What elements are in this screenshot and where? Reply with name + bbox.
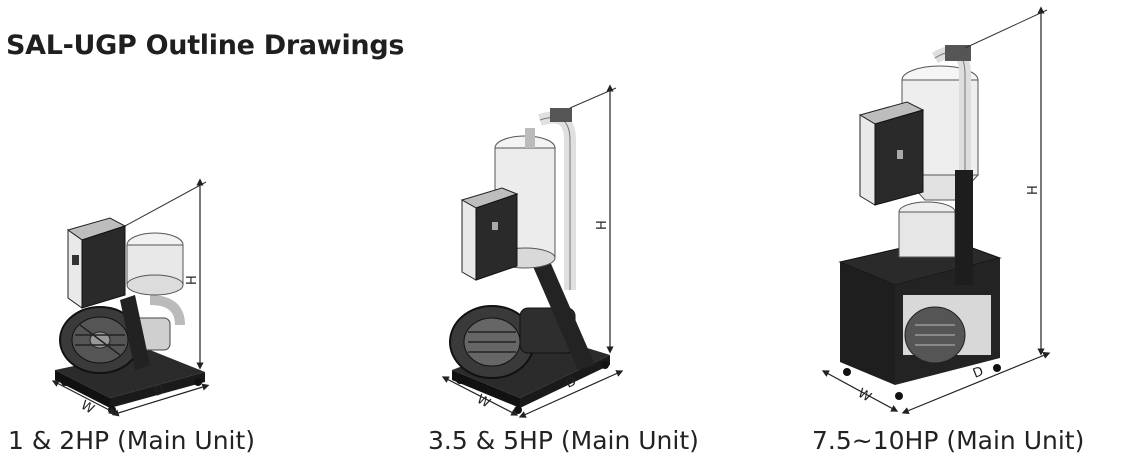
dim-d-label: D — [971, 364, 986, 382]
outline-drawing-3-5-5hp: H W D — [441, 84, 624, 418]
outline-drawing-1-2hp: H W D — [51, 178, 210, 417]
dim-w-label: W — [78, 398, 97, 417]
model-caption-3-5-5hp: 3.5 & 5HP (Main Unit) — [428, 426, 699, 455]
model-caption-7-5-10hp: 7.5~10HP (Main Unit) — [812, 426, 1085, 455]
dim-w-label: W — [855, 386, 874, 405]
dim-d-label: D — [152, 382, 167, 400]
model-caption-1-2hp: 1 & 2HP (Main Unit) — [8, 426, 256, 455]
outline-drawing-7-5-10hp: H W D — [821, 6, 1051, 414]
dim-h-label: H — [595, 220, 610, 230]
page-title: SAL-UGP Outline Drawings — [6, 30, 405, 61]
dim-h-label: H — [185, 275, 200, 285]
dim-h-label: H — [1026, 185, 1041, 195]
